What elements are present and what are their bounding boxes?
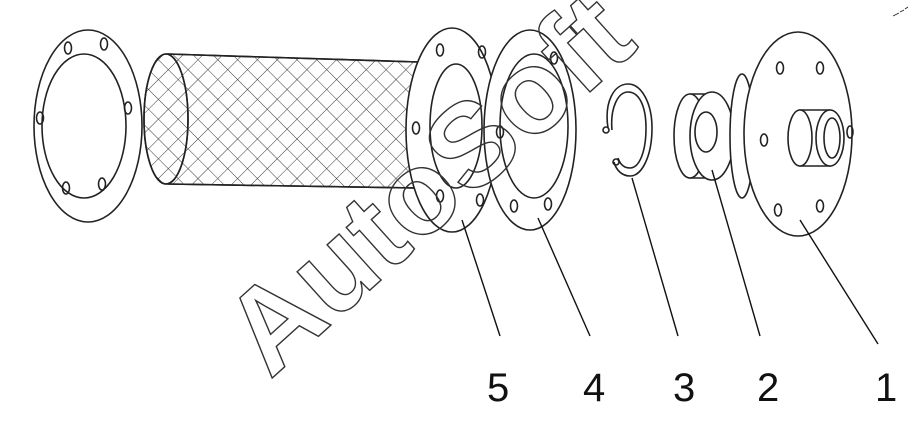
part-4-flange-plate xyxy=(483,29,577,231)
leader-lines xyxy=(461,169,879,345)
callout-2: 2 xyxy=(757,366,779,410)
part-2-spacer-ring xyxy=(673,91,735,181)
part-3-retaining-ring xyxy=(602,83,653,177)
callout-1: 1 xyxy=(875,366,897,410)
corner-mark-icon xyxy=(892,6,909,17)
callout-4: 4 xyxy=(583,366,605,410)
mesh-filter-cylinder xyxy=(143,53,419,189)
part-1-hub-flange xyxy=(729,31,854,237)
callout-3: 3 xyxy=(673,366,695,410)
end-gasket xyxy=(33,29,143,223)
callout-5: 5 xyxy=(487,366,509,410)
